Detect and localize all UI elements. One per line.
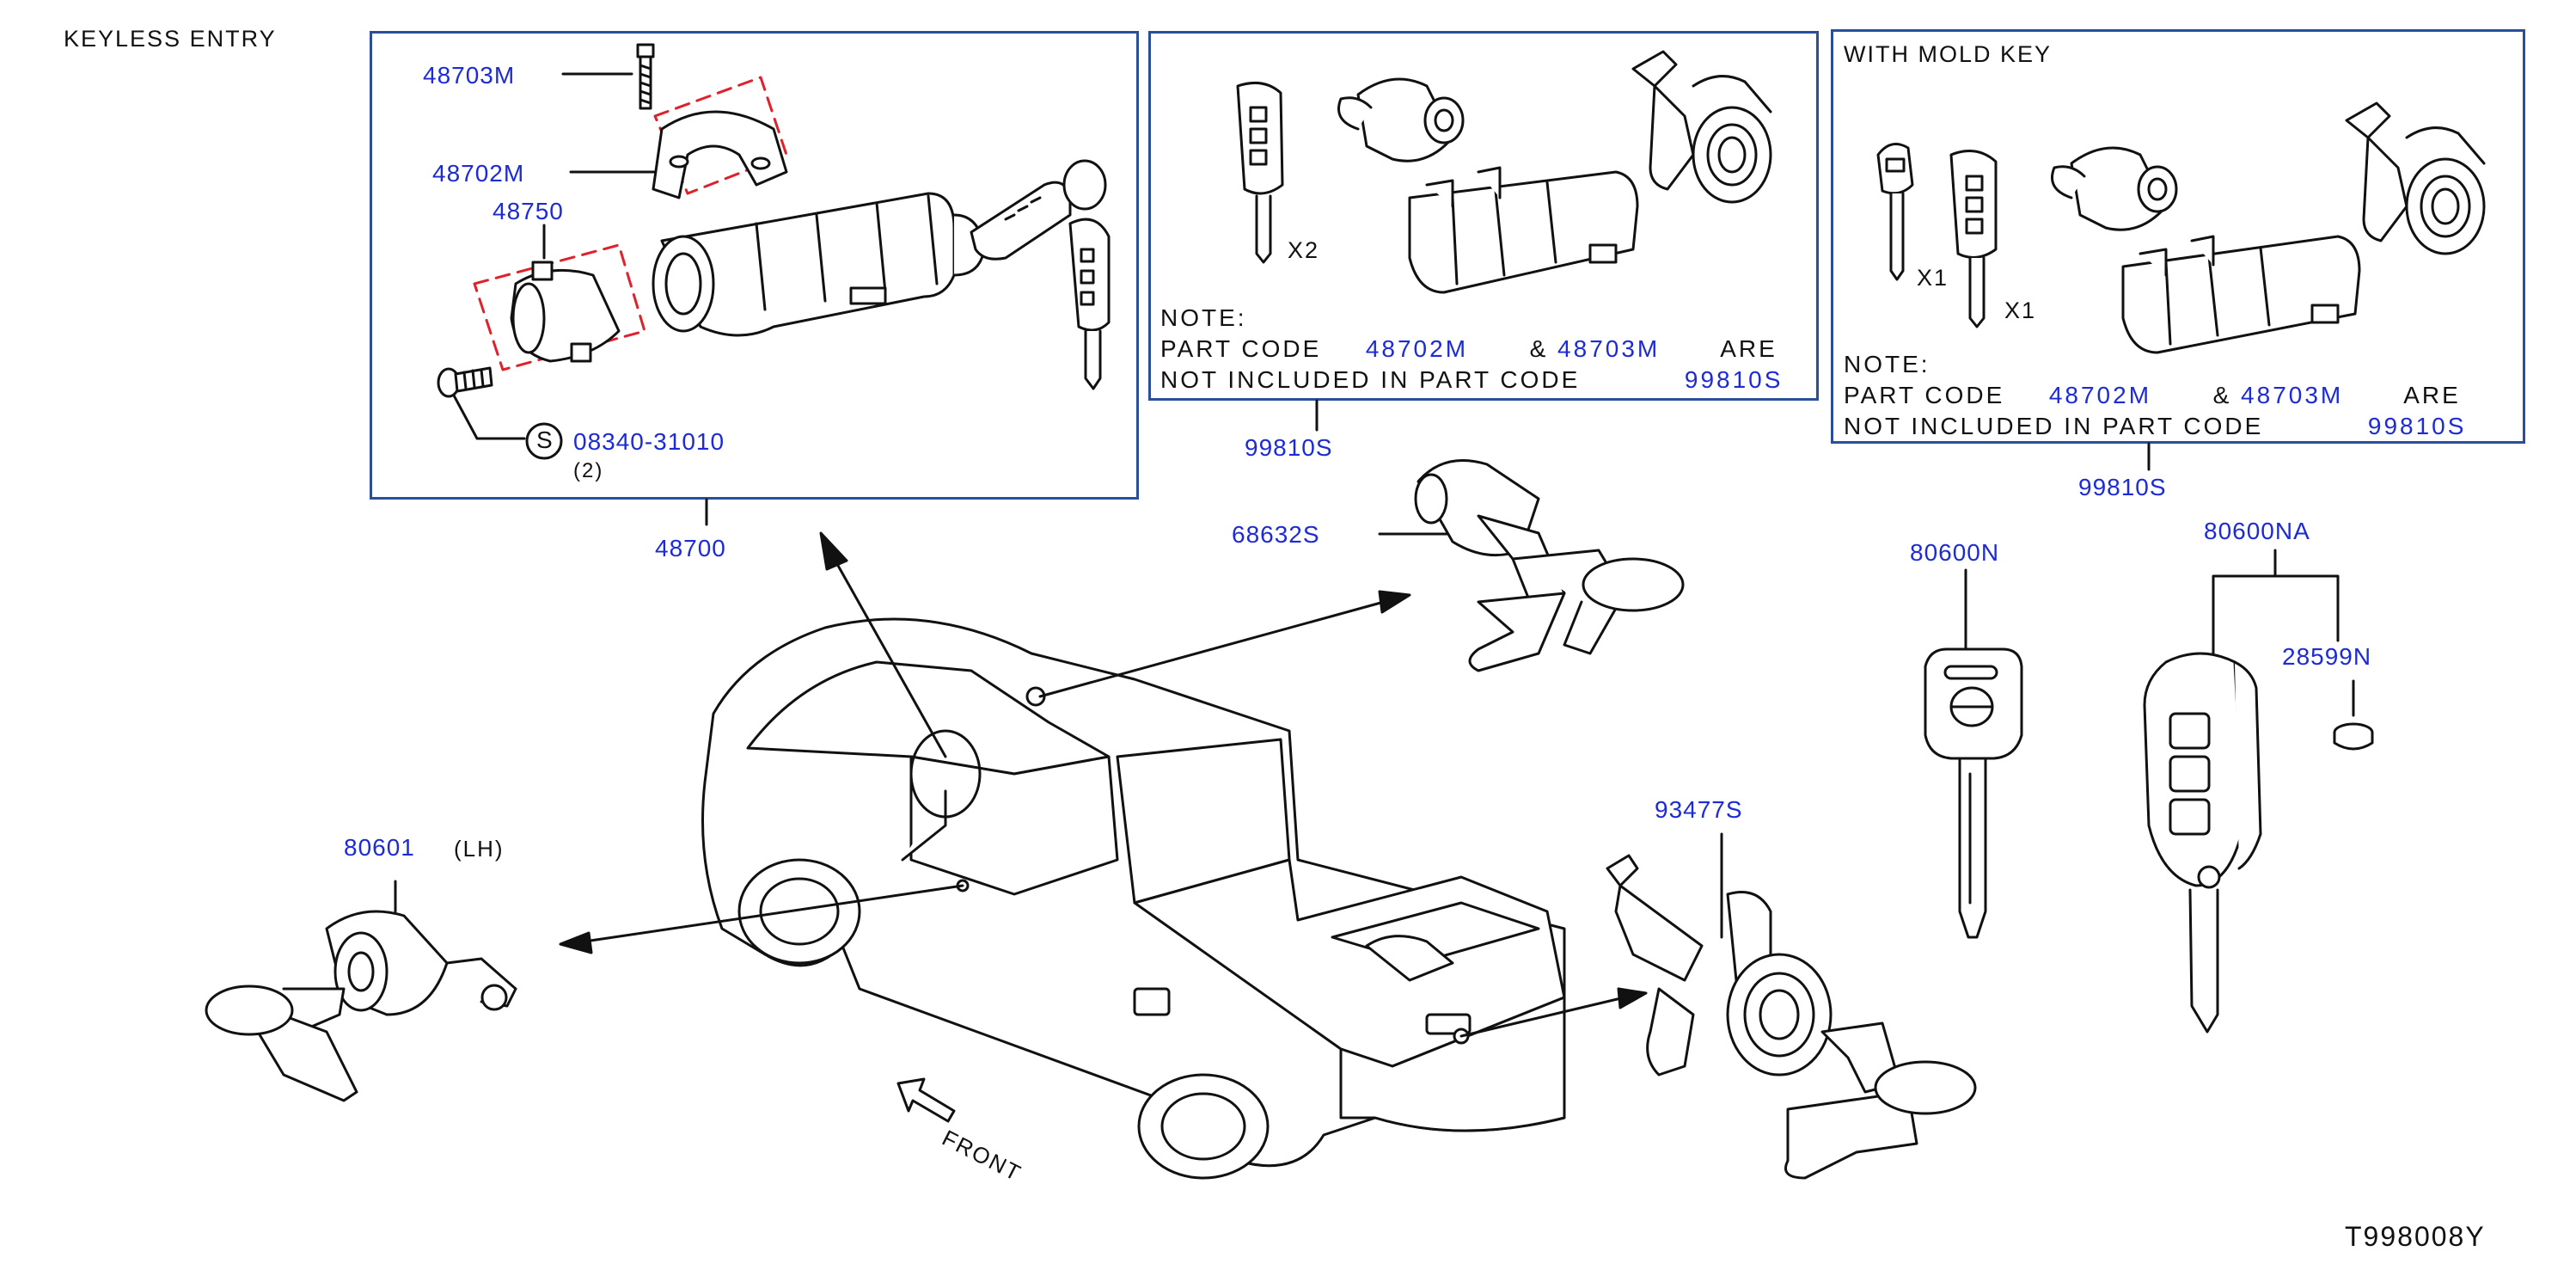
- clamp-48702m-icon: [652, 110, 788, 199]
- box2-note-line2: NOT INCLUDED IN PART CODE 99810S: [1160, 365, 1783, 396]
- diagram-code: T998008Y: [2345, 1221, 2486, 1252]
- box2-ignition-cylinder-icon: [1408, 166, 1639, 294]
- box2-note-part-99810s[interactable]: 99810S: [1684, 366, 1784, 393]
- pickup-truck-illustration: [701, 617, 1566, 1180]
- mold-key-set-frame: [1831, 29, 2525, 444]
- box3-note-amp: &: [2212, 382, 2232, 408]
- box2-door-cylinder-icon: [1337, 77, 1465, 163]
- front-direction-arrow-icon: [896, 1077, 956, 1123]
- part-quantity-08340: (2): [573, 459, 604, 482]
- box2-note-text: PART CODE: [1160, 335, 1322, 362]
- box3-note-line1: PART CODE 48702M & 48703M ARE: [1844, 380, 2466, 411]
- box3-note-title: NOTE:: [1844, 351, 1930, 377]
- part-number-48700[interactable]: 48700: [655, 535, 726, 561]
- bolt-48703m-icon: [636, 43, 655, 110]
- page-title: KEYLESS ENTRY: [64, 26, 277, 52]
- box2-note-part-48702m[interactable]: 48702M: [1365, 335, 1469, 362]
- box1-leaders: [445, 72, 708, 526]
- glovebox-cylinder-68632s-icon: [1414, 459, 1685, 672]
- box3-note-part-99810s[interactable]: 99810S: [2367, 413, 2467, 439]
- pointer-arrows: [559, 531, 1648, 1038]
- part-side-lh: (LH): [454, 836, 505, 862]
- part-number-48703m[interactable]: 48703M: [423, 62, 516, 89]
- box3-door-cylinder-icon: [2051, 146, 2178, 231]
- remote-fob-80600na-icon: [2143, 652, 2262, 1034]
- part-number-08340-31010[interactable]: 08340-31010: [573, 428, 725, 455]
- box2-note-text: NOT INCLUDED IN PART CODE: [1160, 366, 1581, 393]
- box2-note-line1: PART CODE 48702M & 48703M ARE: [1160, 334, 1783, 365]
- box3-note-part-48703m[interactable]: 48703M: [2241, 382, 2344, 408]
- ignition-assembly-frame: [370, 31, 1139, 500]
- ignition-cylinder-body-icon: [652, 192, 986, 337]
- box3-qty-x1-mold: X1: [1917, 265, 1949, 291]
- box2-note: NOTE: PART CODE 48702M & 48703M ARE NOT …: [1160, 303, 1783, 396]
- part-number-68632s[interactable]: 68632S: [1232, 521, 1320, 548]
- part-number-99810s-keyset[interactable]: 99810S: [1245, 434, 1333, 461]
- box2-note-title: NOTE:: [1160, 304, 1247, 331]
- door-cylinder-80601-icon: [205, 910, 517, 1102]
- box2-note-text: ARE: [1720, 335, 1778, 362]
- box2-note-amp: &: [1529, 335, 1549, 362]
- part-number-28599n[interactable]: 28599N: [2282, 643, 2372, 670]
- box3-title: WITH MOLD KEY: [1844, 41, 2053, 67]
- part-number-80600na[interactable]: 80600NA: [2204, 518, 2310, 544]
- key-set-frame: [1148, 31, 1819, 401]
- part-number-93477s[interactable]: 93477S: [1655, 796, 1743, 823]
- box3-note-text: NOT INCLUDED IN PART CODE: [1844, 413, 2264, 439]
- box3-mold-key-icon: [1876, 143, 1914, 281]
- part-number-80600n[interactable]: 80600N: [1910, 539, 2000, 566]
- box3-qty-x1-fob: X1: [2004, 298, 2037, 323]
- part-number-80601[interactable]: 80601: [344, 834, 415, 861]
- battery-28599n-icon: [2333, 722, 2374, 751]
- part-number-99810s-moldkey[interactable]: 99810S: [2078, 474, 2167, 500]
- part-number-48750[interactable]: 48750: [493, 198, 564, 224]
- box2-qty-x2: X2: [1288, 237, 1320, 263]
- part-number-48702m[interactable]: 48702M: [432, 160, 525, 187]
- box3-trunk-cylinder-icon: [2345, 101, 2486, 255]
- screw-08340-icon: [437, 366, 493, 398]
- box3-fob-key-icon: [1949, 150, 1998, 328]
- box3-note: NOTE: PART CODE 48702M & 48703M ARE NOT …: [1844, 349, 2466, 442]
- box1-fob-icon: [970, 159, 1107, 261]
- standard-part-mark: S: [536, 426, 553, 453]
- box3-ignition-cylinder-icon: [2121, 235, 2361, 354]
- box2-trunk-cylinder-icon: [1631, 50, 1772, 204]
- box2-fob-key-icon: [1236, 81, 1284, 264]
- box3-note-line2: NOT INCLUDED IN PART CODE 99810S: [1844, 411, 2466, 442]
- tailgate-cylinder-93477s-icon: [1606, 854, 1977, 1180]
- box1-key-icon: [1068, 218, 1111, 390]
- box2-note-part-48703m[interactable]: 48703M: [1557, 335, 1661, 362]
- ring-48750-icon: [510, 261, 621, 363]
- box3-note-part-48702m[interactable]: 48702M: [2048, 382, 2152, 408]
- mechanical-key-80600n-icon: [1924, 647, 2023, 939]
- box3-note-text: PART CODE: [1844, 382, 2005, 408]
- box3-note-text: ARE: [2403, 382, 2461, 408]
